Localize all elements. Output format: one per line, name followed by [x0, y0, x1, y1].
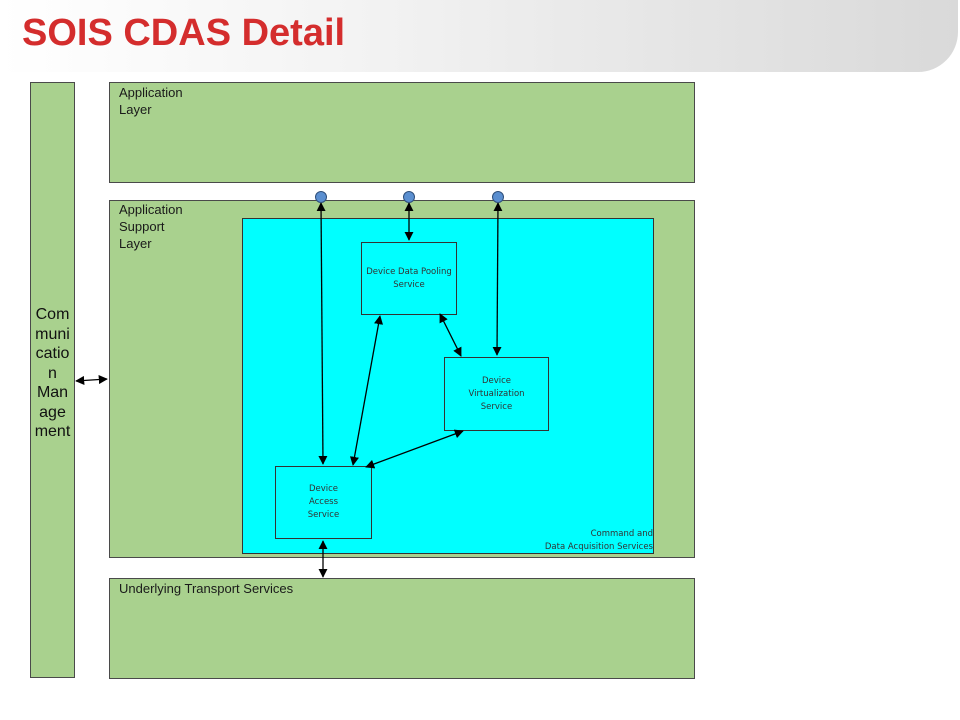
transport-layer-box: [109, 578, 695, 679]
page-title: SOIS CDAS Detail: [22, 12, 346, 54]
application-layer-box: [109, 82, 695, 183]
application-support-layer-label: Application Support Layer: [119, 202, 183, 251]
arrow-pooling-to-access: [349, 315, 384, 466]
title-bar: [0, 0, 958, 72]
arrow-comm-to-support: [75, 374, 108, 386]
device-virtualization-service-label: Device Virtualization Service: [468, 375, 525, 412]
sap-circle-2: [403, 191, 415, 203]
device-data-pooling-service-box: Device Data Pooling Service: [361, 242, 457, 315]
cdas-label: Command and Data Acquisition Services: [544, 529, 653, 552]
arrow-sap1-to-access: [316, 202, 328, 465]
device-data-pooling-service-label: Device Data Pooling Service: [366, 266, 452, 290]
transport-layer-label: Underlying Transport Services: [119, 581, 294, 596]
arrow-sap3-to-virtualization: [492, 202, 503, 356]
arrow-virtualization-to-access: [365, 429, 464, 469]
device-virtualization-service-box: Device Virtualization Service: [444, 357, 549, 431]
arrow-pooling-to-virtualization: [439, 313, 462, 357]
communication-management-label: Com muni catio n Man age ment: [34, 306, 71, 440]
sap-circle-1: [315, 191, 327, 203]
sap-circle-3: [492, 191, 504, 203]
device-access-service-label: Device Access Service: [307, 484, 340, 520]
application-layer-label: Application Layer: [119, 85, 183, 117]
device-access-service-box: Device Access Service: [275, 466, 372, 539]
communication-management-column: [30, 82, 75, 678]
